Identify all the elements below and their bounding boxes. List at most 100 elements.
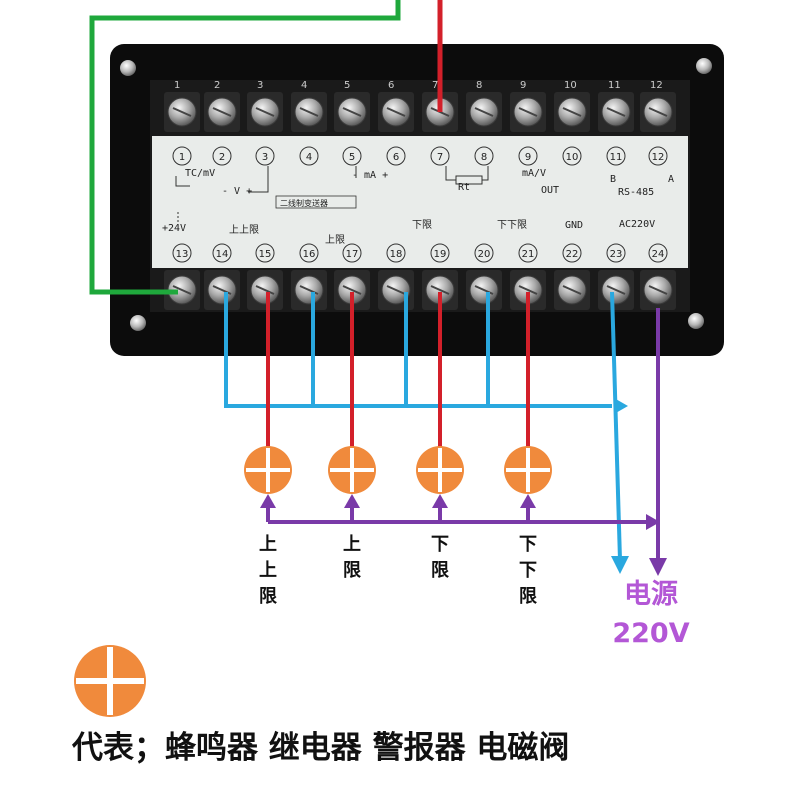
circled-number-5: 5 [342, 146, 362, 166]
svg-text:6: 6 [393, 152, 399, 163]
bottom-terminal-screw-13-icon [164, 270, 200, 310]
corner-screw-icon [688, 313, 704, 329]
svg-text:9: 9 [525, 152, 531, 163]
svg-text:1: 1 [179, 152, 185, 163]
circled-number-10: 10 [562, 146, 582, 166]
purple-arrow-up-icon [520, 494, 536, 508]
rt-label: Rt [458, 182, 470, 193]
corner-screw-icon [696, 58, 712, 74]
device-label-lower: 下限 [431, 534, 449, 581]
legend-device-icon [74, 645, 146, 717]
svg-text:24: 24 [652, 249, 665, 260]
device-label-lower-lower: 下下限 [519, 534, 537, 607]
top-terminal-number: 2 [214, 80, 220, 91]
top-terminal-number: 8 [476, 80, 482, 91]
svg-text:3: 3 [262, 152, 268, 163]
top-terminal-screw-6-icon [378, 92, 414, 132]
blue-common-wire [224, 292, 612, 408]
top-terminal-screw-3-icon [247, 92, 283, 132]
top-terminal-number: 3 [257, 80, 263, 91]
circled-number-18: 18 [386, 243, 406, 263]
top-terminal-screw-1-icon [164, 92, 200, 132]
svg-text:5: 5 [349, 152, 355, 163]
svg-text:21: 21 [522, 249, 535, 260]
green-wire [89, 0, 401, 295]
circled-number-11: 11 [606, 146, 626, 166]
top-terminal-number: 5 [344, 80, 350, 91]
ac220v-label: AC220V [619, 219, 655, 230]
circled-number-21: 21 [518, 243, 538, 263]
panel-lower-limit: 下限 [412, 219, 432, 231]
wires [89, 0, 667, 576]
power-voltage-label: 220V [612, 618, 690, 649]
circled-number-8: 8 [474, 146, 494, 166]
circled-number-20: 20 [474, 243, 494, 263]
svg-text:8: 8 [481, 152, 487, 163]
circled-number-24: 24 [648, 243, 668, 263]
svg-text:2: 2 [219, 152, 225, 163]
svg-text:15: 15 [259, 249, 272, 260]
svg-text:7: 7 [437, 152, 443, 163]
bottom-terminal-screw-15-icon [247, 270, 283, 310]
device-icon-upper [328, 446, 376, 494]
corner-screw-icon [130, 315, 146, 331]
two-wire-label: 二线制变送器 [280, 198, 328, 208]
circled-number-2: 2 [212, 146, 232, 166]
bottom-terminal-screw-16-icon [291, 270, 327, 310]
bottom-terminal-screw-23-icon [598, 270, 634, 310]
bottom-terminal-screw-21-icon [510, 270, 546, 310]
bottom-terminal-screw-20-icon [466, 270, 502, 310]
circled-number-15: 15 [255, 243, 275, 263]
top-terminal-number: 11 [608, 80, 621, 91]
top-terminal-number: 1 [174, 80, 180, 91]
plus24v-label: +24V [162, 223, 186, 234]
circled-number-16: 16 [299, 243, 319, 263]
svg-text:10: 10 [566, 152, 579, 163]
purple-arrow-up-icon [432, 494, 448, 508]
out-label: OUT [541, 185, 559, 196]
device-icon-upper-upper [244, 446, 292, 494]
top-terminal-screw-12-icon [640, 92, 676, 132]
svg-text:12: 12 [652, 152, 665, 163]
circled-number-9: 9 [518, 146, 538, 166]
bottom-terminal-screw-17-icon [334, 270, 370, 310]
purple-arrow-icon [646, 514, 660, 530]
gnd-label: GND [565, 220, 583, 231]
top-terminal-screw-2-icon [204, 92, 240, 132]
purple-arrow-up-icon [260, 494, 276, 508]
legend-text: 代表；蜂鸣器 继电器 警报器 电磁阀 [72, 730, 570, 766]
power-label: 电源 [624, 579, 678, 610]
panel-upper-limit: 上限 [325, 234, 345, 246]
ma-v-label: mA/V [522, 168, 546, 179]
svg-text:11: 11 [610, 152, 623, 163]
circled-number-22: 22 [562, 243, 582, 263]
circled-number-17: 17 [342, 243, 362, 263]
load-devices [74, 446, 552, 717]
circled-number-7: 7 [430, 146, 450, 166]
svg-text:4: 4 [306, 152, 312, 163]
corner-screw-icon [120, 60, 136, 76]
bottom-terminal-row [164, 270, 676, 310]
tc-mv-label: TC/mV [185, 168, 215, 179]
a-label: A [668, 174, 674, 185]
purple-arrow-down-icon [649, 558, 667, 576]
svg-text:19: 19 [434, 249, 447, 260]
top-terminal-number: 12 [650, 80, 663, 91]
svg-text:17: 17 [346, 249, 359, 260]
circled-number-3: 3 [255, 146, 275, 166]
device-icon-lower [416, 446, 464, 494]
top-terminal-screw-11-icon [598, 92, 634, 132]
v-label: - V + [222, 186, 252, 197]
top-terminal-number: 4 [301, 80, 307, 91]
device-label-upper-upper: 上上限 [259, 534, 277, 607]
circled-number-14: 14 [212, 243, 232, 263]
top-terminal-screw-5-icon [334, 92, 370, 132]
circled-number-23: 23 [606, 243, 626, 263]
bottom-terminal-screw-19-icon [422, 270, 458, 310]
blue-power-wire [610, 291, 622, 561]
top-terminal-screw-9-icon [510, 92, 546, 132]
svg-text:18: 18 [390, 249, 403, 260]
